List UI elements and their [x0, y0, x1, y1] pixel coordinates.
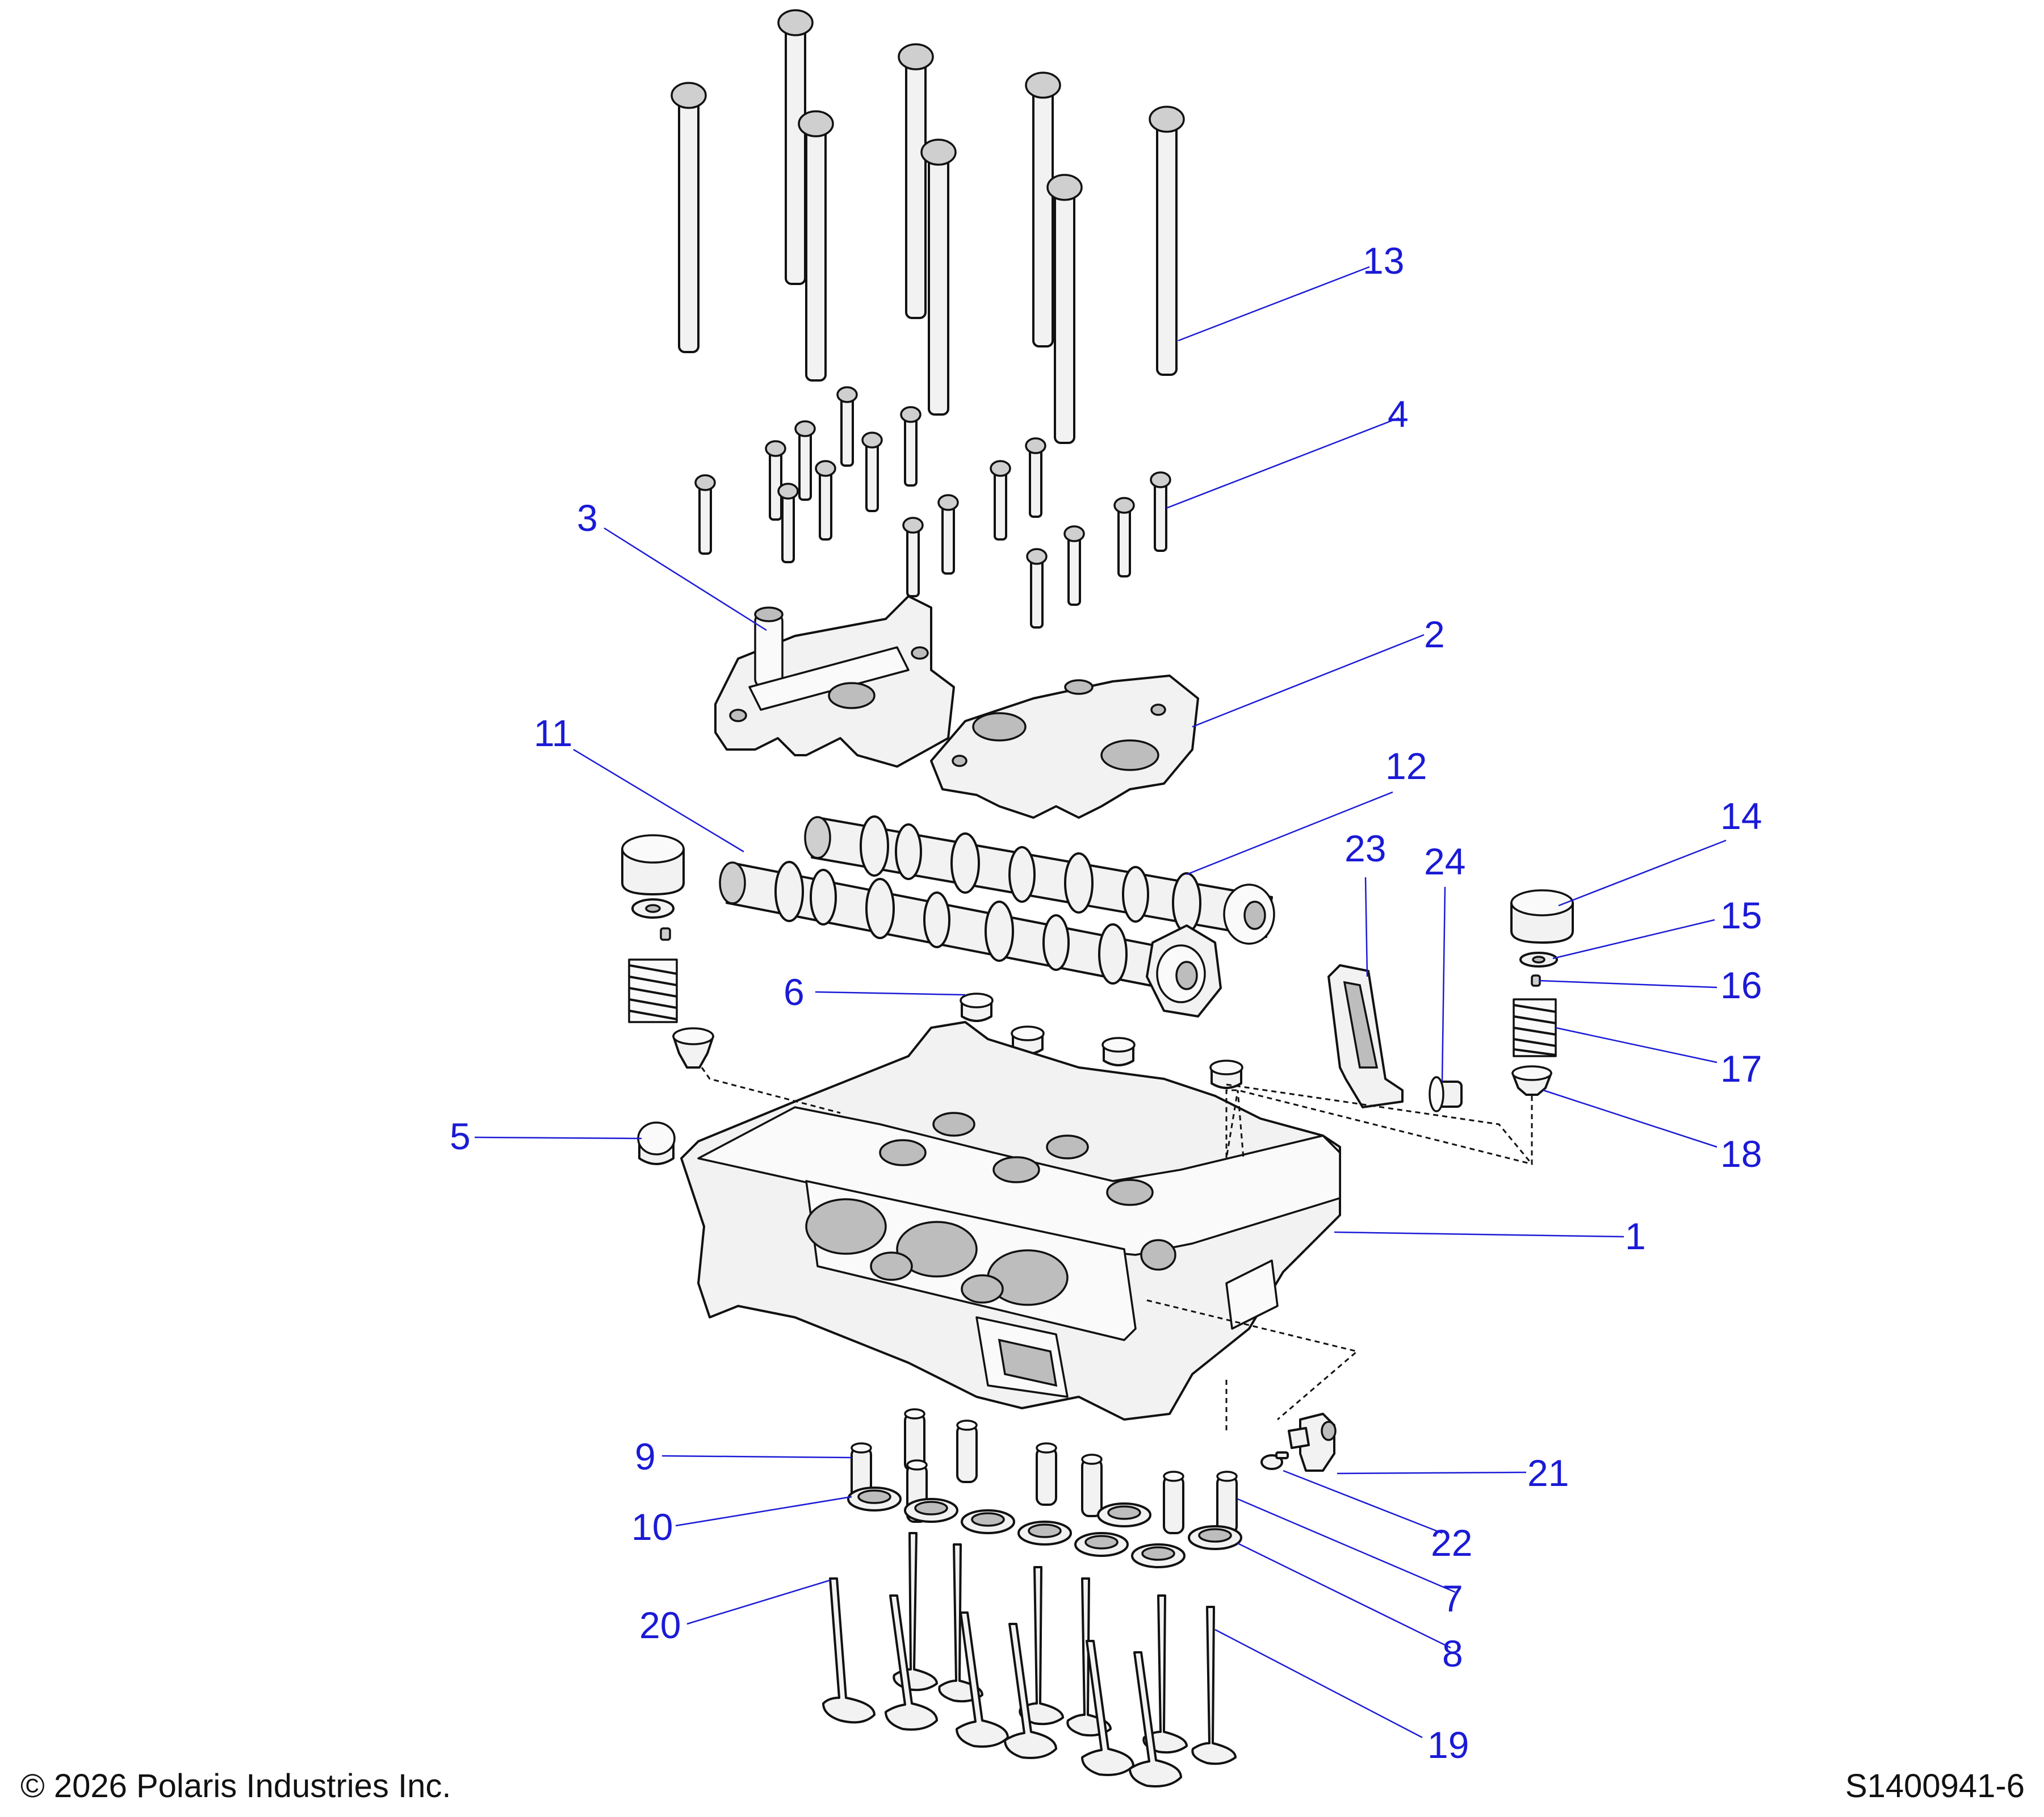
- assembly-paths: [701, 1067, 1533, 1431]
- copyright-notice: © 2026 Polaris Industries Inc.: [20, 1768, 451, 1805]
- head-bolt: [798, 110, 834, 382]
- leader-21: [1337, 1471, 1527, 1475]
- drawing-number: S1400941-6: [1845, 1768, 2025, 1805]
- leader-22: [1283, 1469, 1443, 1534]
- leader-4: [1166, 417, 1400, 509]
- carrier-bolt: [694, 474, 716, 555]
- leader-18: [1543, 1089, 1718, 1148]
- callout-9: 9: [635, 1435, 656, 1477]
- valve-spring-left: [628, 958, 678, 1023]
- leader-23: [1364, 877, 1368, 977]
- leader-24: [1441, 886, 1446, 1082]
- valves: [822, 1532, 1237, 1787]
- callout-24: 24: [1424, 840, 1465, 882]
- callout-4: 4: [1388, 393, 1409, 435]
- head-bolt: [1149, 106, 1185, 376]
- leader-17: [1555, 1027, 1718, 1064]
- callout-10: 10: [631, 1506, 673, 1548]
- leader-6: [815, 991, 966, 996]
- carrier-bolt: [937, 494, 959, 575]
- callout-13: 13: [1363, 240, 1404, 282]
- callout-6: 6: [784, 971, 805, 1013]
- carrier-bolt: [861, 432, 883, 512]
- carrier-bolt: [836, 386, 858, 467]
- head-bolt: [1025, 72, 1061, 348]
- carrier-bolt: [1150, 471, 1171, 552]
- head-bolt: [920, 139, 957, 416]
- callout-8: 8: [1442, 1632, 1463, 1674]
- leader-14: [1558, 839, 1727, 907]
- leader-11: [573, 748, 744, 853]
- head-bolt: [898, 43, 934, 319]
- callout-18: 18: [1720, 1133, 1762, 1175]
- callout-21: 21: [1527, 1452, 1569, 1494]
- leader-3: [604, 527, 767, 631]
- leader-16: [1538, 979, 1718, 989]
- leader-15: [1552, 919, 1715, 960]
- leader-10: [675, 1496, 852, 1527]
- callout-5: 5: [450, 1115, 471, 1157]
- carrier-bolt: [1026, 548, 1048, 629]
- cam-carrier-left: [714, 595, 955, 768]
- carrier-bolt: [794, 420, 816, 501]
- callout-2: 2: [1424, 613, 1445, 655]
- leader-9: [661, 1455, 852, 1459]
- cam-position-sensor: [1288, 1413, 1337, 1472]
- flange-bolt-24: [1429, 1076, 1463, 1112]
- head-bolt: [671, 82, 707, 353]
- callout-20: 20: [639, 1604, 681, 1646]
- timing-bracket: [1327, 964, 1404, 1108]
- head-bolt: [1046, 174, 1083, 444]
- leader-1: [1334, 1231, 1624, 1238]
- leader-12: [1186, 791, 1393, 876]
- leader-2: [1192, 634, 1425, 728]
- callout-3: 3: [577, 497, 598, 539]
- callout-17: 17: [1720, 1048, 1762, 1090]
- callout-19: 19: [1427, 1724, 1469, 1766]
- leader-5: [474, 1136, 642, 1140]
- camshaft-exhaust: [719, 861, 1222, 1018]
- cam-carrier-right: [930, 675, 1199, 819]
- cam-carrier-bolts: [694, 386, 1171, 629]
- cylinder-head: [680, 1021, 1341, 1421]
- carrier-bolt: [990, 460, 1011, 541]
- plug-seal: [637, 1121, 676, 1165]
- valve-train-right: [1510, 889, 1574, 1096]
- leader-7: [1237, 1498, 1456, 1593]
- leader-8: [1237, 1542, 1451, 1649]
- callout-14: 14: [1720, 795, 1762, 837]
- valve-seats: [847, 1487, 1242, 1568]
- carrier-bolt: [900, 406, 922, 487]
- carrier-bolt: [1113, 497, 1135, 577]
- carrier-bolt: [815, 460, 836, 541]
- carrier-bolt: [1063, 525, 1085, 606]
- carrier-bolt: [777, 483, 799, 563]
- callout-1: 1: [1625, 1215, 1646, 1257]
- callout-12: 12: [1385, 745, 1427, 787]
- callout-15: 15: [1720, 894, 1762, 936]
- callout-numbers: 1 2 3 4 5 6 7 8 9 10 11 12 13 14 15 16 1…: [450, 240, 1762, 1766]
- carrier-bolt: [765, 440, 786, 521]
- valve-train-left: [621, 834, 714, 1069]
- carrier-bolt: [1025, 437, 1046, 518]
- head-bolts-long: [671, 9, 1185, 444]
- leader-13: [1178, 266, 1370, 342]
- callout-23: 23: [1344, 827, 1386, 869]
- callout-16: 16: [1720, 964, 1762, 1006]
- callout-11: 11: [534, 712, 573, 754]
- callout-22: 22: [1431, 1522, 1472, 1564]
- valve-spring-right: [1513, 998, 1557, 1057]
- carrier-bolt: [902, 517, 924, 597]
- sensor-screw: [1260, 1451, 1289, 1470]
- camshaft-intake: [804, 815, 1275, 945]
- leader-19: [1214, 1628, 1423, 1739]
- leader-20: [686, 1579, 831, 1625]
- leader-lines: [474, 266, 1727, 1739]
- callout-7: 7: [1442, 1577, 1463, 1619]
